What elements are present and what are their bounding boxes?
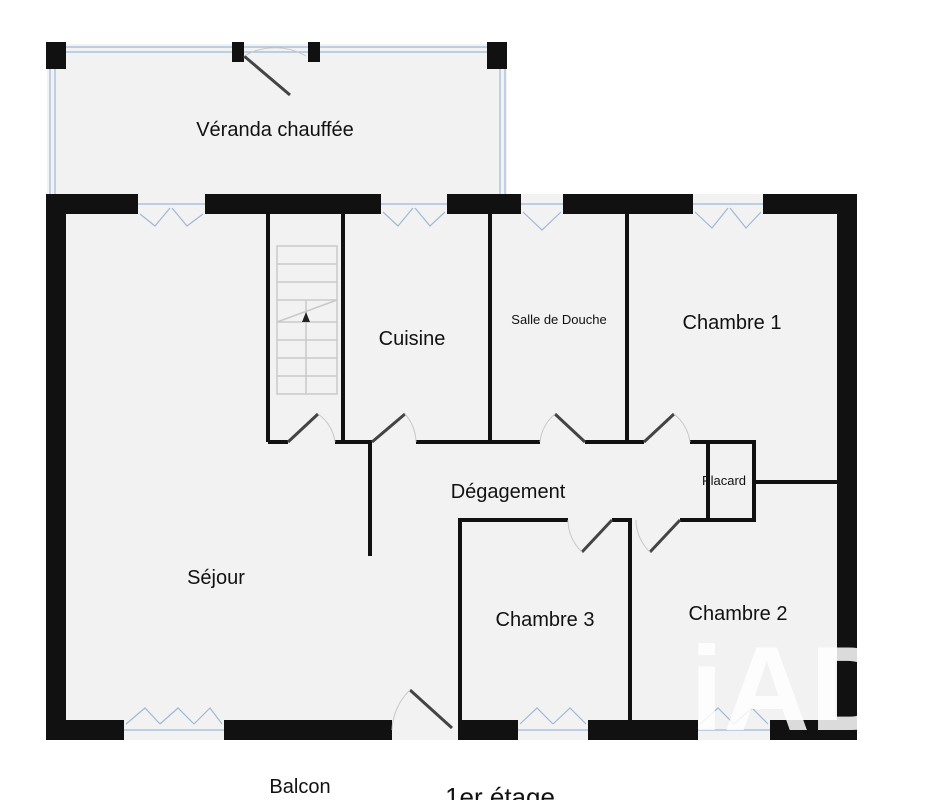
veranda-door-arc bbox=[243, 47, 307, 57]
wall-top bbox=[46, 194, 138, 214]
room-label-degagement: Dégagement bbox=[451, 481, 566, 503]
wall-left bbox=[46, 194, 66, 740]
chambre2-door bbox=[648, 518, 682, 554]
salle-douche-door-arc bbox=[539, 413, 556, 443]
veranda-floor bbox=[47, 44, 507, 194]
chambre1-door bbox=[642, 412, 676, 444]
room-label-veranda: Véranda chauffée bbox=[196, 119, 354, 141]
balcony-door bbox=[408, 688, 454, 730]
veranda-post bbox=[46, 42, 66, 69]
wall-top bbox=[205, 194, 381, 214]
room-label-salle-douche: Salle de Douche bbox=[511, 312, 606, 327]
room-label-cuisine: Cuisine bbox=[379, 328, 446, 350]
balcony-door-arc bbox=[391, 689, 411, 731]
salle-douche-door bbox=[553, 412, 587, 444]
wall-top bbox=[763, 194, 857, 214]
wall-top bbox=[563, 194, 693, 214]
windows-bottom bbox=[124, 707, 770, 731]
wall-bottom bbox=[46, 720, 124, 740]
wall-top bbox=[447, 194, 521, 214]
veranda-post bbox=[308, 42, 320, 62]
wall-bottom bbox=[770, 720, 857, 740]
stair-door-arc bbox=[317, 413, 336, 443]
level-title: 1er étage bbox=[445, 782, 555, 800]
veranda-post bbox=[232, 42, 244, 62]
room-label-placard: Placard bbox=[702, 473, 746, 488]
room-label-balcon: Balcon bbox=[269, 776, 330, 798]
wall-bottom bbox=[224, 720, 392, 740]
veranda-glazing bbox=[49, 46, 506, 194]
stair-door bbox=[286, 412, 320, 444]
room-label-sejour: Séjour bbox=[187, 567, 245, 589]
watermark-logo: iAD bbox=[690, 622, 897, 756]
chambre3-door bbox=[580, 518, 614, 554]
room-label-chambre2: Chambre 2 bbox=[689, 603, 788, 625]
wall-bottom bbox=[458, 720, 518, 740]
wall-right bbox=[837, 194, 857, 740]
cuisine-door-arc bbox=[404, 413, 417, 443]
wall-bottom bbox=[588, 720, 698, 740]
windows-top bbox=[138, 203, 763, 231]
room-label-chambre1: Chambre 1 bbox=[683, 312, 782, 334]
veranda-door bbox=[243, 54, 291, 97]
stair-arrow-icon bbox=[302, 312, 310, 322]
chambre2-door-arc bbox=[635, 519, 651, 553]
cuisine-door bbox=[371, 412, 406, 444]
veranda-post bbox=[487, 42, 507, 69]
room-label-chambre3: Chambre 3 bbox=[496, 609, 595, 631]
chambre3-door-arc bbox=[567, 519, 583, 553]
main-floor bbox=[47, 194, 857, 740]
chambre1-door-arc bbox=[673, 413, 691, 443]
